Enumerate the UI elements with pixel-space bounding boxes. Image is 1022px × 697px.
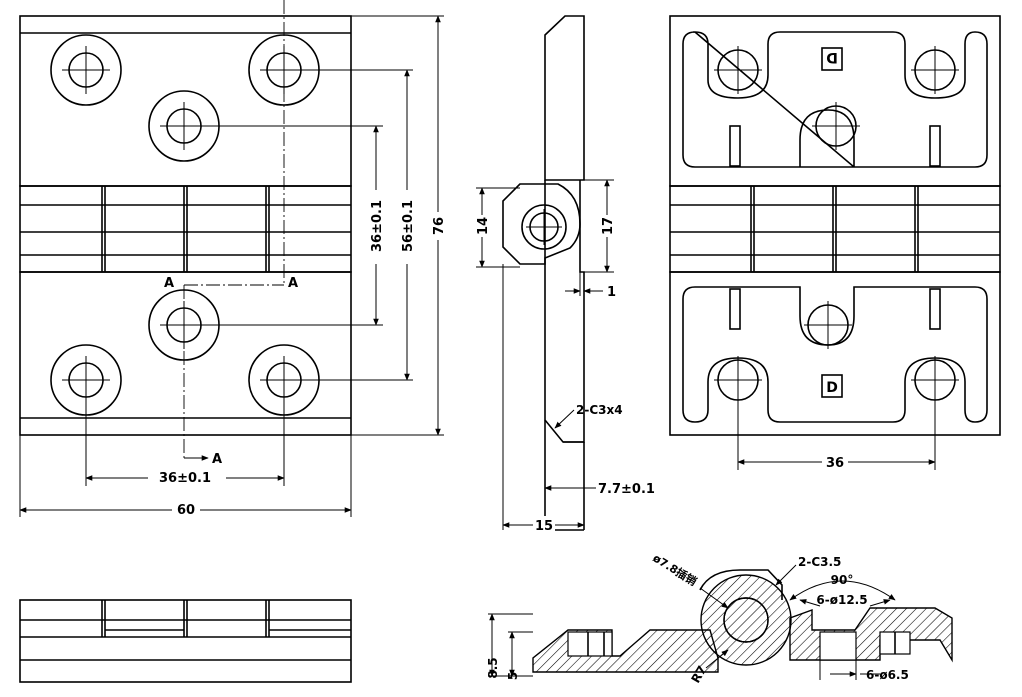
side-chamfer-note: 2-C3x4: [576, 403, 623, 417]
section-arrow-label: A: [212, 452, 222, 467]
dim-5: 5: [506, 672, 520, 680]
counterbore-note: 6-ø12.5: [816, 593, 867, 607]
bottom-leaf-outline: [19, 271, 352, 436]
section-view: 8.5 5 ø7.8插销 2-C3.5 90° 6-ø12.5 6-ø6.5 R…: [486, 551, 953, 686]
dim-vertical-56: 56±0.1: [401, 200, 416, 252]
dim-total-width: 60: [177, 503, 195, 518]
side-view: 14 17 1 2-C3x4 7.7±0.1 15: [474, 15, 655, 534]
pin-note: ø7.8插销: [650, 551, 699, 589]
dim-hole-spacing: 36±0.1: [159, 471, 211, 486]
dim-17: 17: [601, 217, 616, 235]
dim-15: 15: [535, 519, 553, 534]
back-dim-36: 36: [826, 456, 844, 471]
hole-note: 6-ø6.5: [866, 668, 909, 682]
back-view: D D 36: [669, 15, 1001, 471]
dim-14: 14: [476, 217, 491, 235]
back-knuckle-band: [669, 185, 1001, 273]
marking-top: D: [826, 49, 838, 65]
marking-bottom: D: [826, 380, 838, 396]
front-view: A A A 36±0.1 60 36±0.1 56±0.1 76: [19, 0, 447, 518]
angle-90: 90°: [831, 573, 854, 587]
dim-thickness: 7.7±0.1: [598, 482, 655, 497]
knuckle-band: [19, 185, 352, 273]
back-bottom-leaf: [669, 271, 1001, 436]
section-label-left: A: [164, 276, 174, 291]
dim-8-5: 8.5: [486, 657, 500, 678]
dim-total-height: 76: [432, 217, 447, 235]
section-label-right: A: [288, 276, 298, 291]
dim-1: 1: [607, 285, 616, 300]
side-knuckle: [502, 183, 581, 265]
side-upper-leaf: [544, 15, 585, 181]
back-top-leaf: [669, 15, 1001, 187]
dim-vertical-36: 36±0.1: [370, 200, 385, 252]
end-view: [19, 599, 352, 683]
hole-top-left: [50, 34, 122, 106]
section-chamfer-note: 2-C3.5: [798, 555, 841, 569]
